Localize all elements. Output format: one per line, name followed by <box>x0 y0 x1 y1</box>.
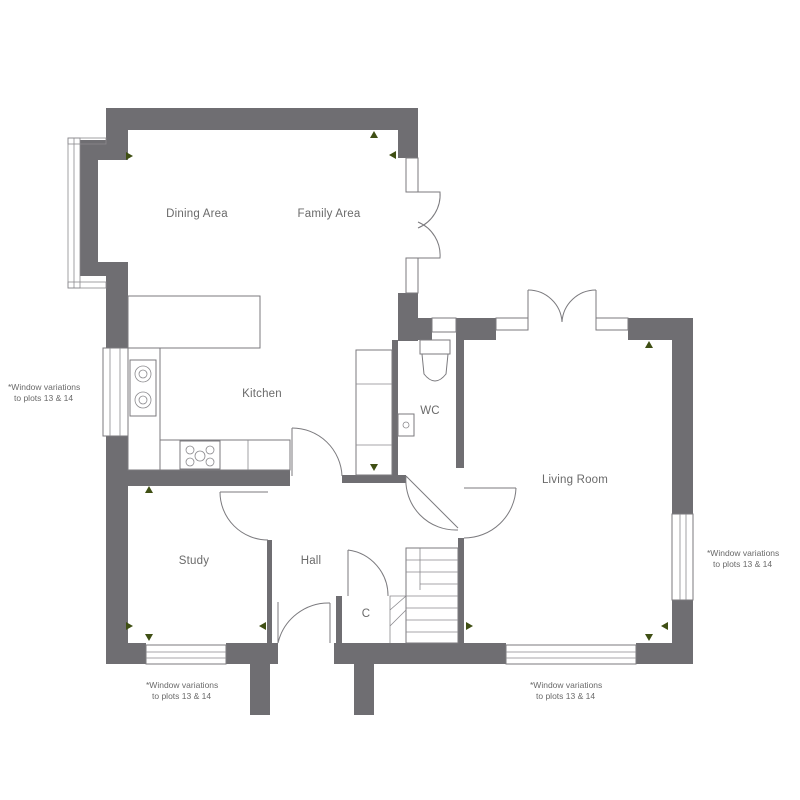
walls <box>80 108 693 715</box>
label-hall: Hall <box>300 555 322 567</box>
marker <box>126 152 133 160</box>
marker <box>145 486 153 493</box>
marker <box>389 151 396 159</box>
note-window-variations-kitchen: *Window variations to plots 13 & 14 <box>8 382 81 403</box>
marker <box>145 634 153 641</box>
note-window-variations-living-bottom: *Window variations to plots 13 & 14 <box>530 680 603 701</box>
note-window-variations-study: *Window variations to plots 13 & 14 <box>146 680 219 701</box>
label-study: Study <box>178 555 210 567</box>
doors <box>219 191 597 644</box>
marker <box>645 341 653 348</box>
marker <box>645 634 653 641</box>
wc-fittings <box>397 339 451 437</box>
staircase <box>389 547 459 644</box>
label-dining-area: Dining Area <box>166 208 228 220</box>
marker <box>259 622 266 630</box>
windows <box>67 137 694 665</box>
marker <box>466 622 473 630</box>
marker <box>661 622 668 630</box>
markers <box>126 131 668 641</box>
marker <box>370 464 378 471</box>
note-window-variations-living-right: *Window variations to plots 13 & 14 <box>707 548 780 569</box>
label-kitchen: Kitchen <box>242 388 282 400</box>
label-living-room: Living Room <box>541 474 609 486</box>
label-wc: WC <box>420 405 440 417</box>
label-family-area: Family Area <box>297 208 361 220</box>
marker <box>370 131 378 138</box>
kitchen-fittings <box>127 295 393 476</box>
label-cupboard: C <box>361 608 371 620</box>
marker <box>126 622 133 630</box>
